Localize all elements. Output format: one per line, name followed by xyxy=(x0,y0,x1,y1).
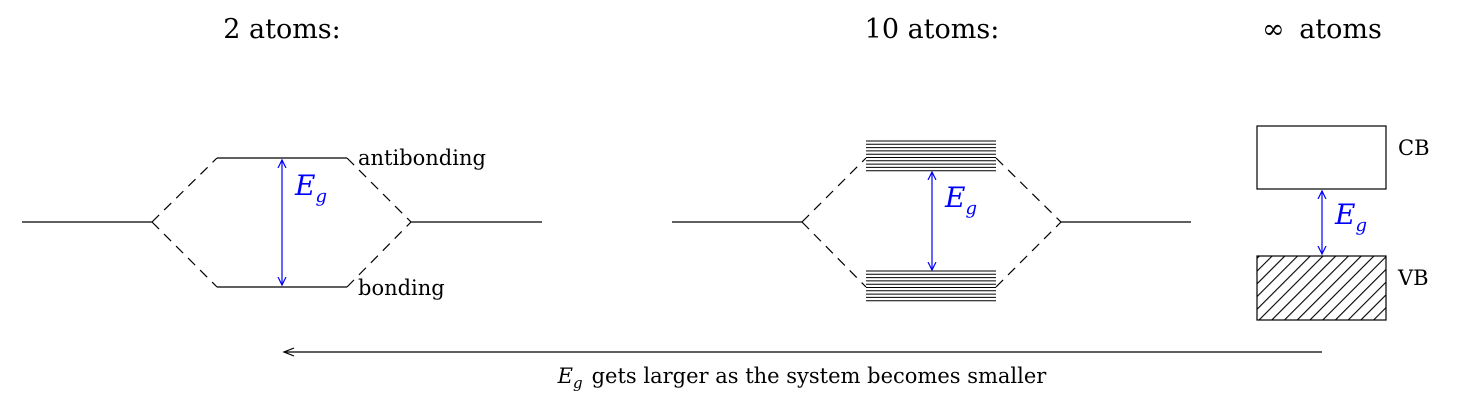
infinity-symbol: ∞ xyxy=(1262,14,1285,45)
dashed-correlation-lines xyxy=(801,157,1062,288)
gap-label-infinite-atoms: Eg xyxy=(1334,198,1367,236)
infinite-atoms-panel: ∞ atoms CB VB Eg xyxy=(1256,14,1430,321)
gap-label-ten-atoms: Eg xyxy=(944,181,977,219)
conduction-band-box xyxy=(1256,125,1387,190)
antibonding-label: antibonding xyxy=(358,146,486,170)
two-atoms-title: 2 atoms: xyxy=(223,14,341,45)
dashed-correlation-lines xyxy=(151,157,412,288)
valence-band-label: VB xyxy=(1397,266,1429,290)
two-atoms-panel: 2 atoms: antibonding bonding Eg xyxy=(22,14,542,300)
bonding-band-levels xyxy=(866,270,996,302)
gap-label-two-atoms: Eg xyxy=(294,169,327,207)
infinite-atoms-title: ∞ atoms xyxy=(1262,14,1382,45)
valence-band-box xyxy=(1256,255,1387,321)
ten-atoms-title: 10 atoms: xyxy=(865,14,1000,45)
antibonding-band-levels xyxy=(866,140,996,172)
ten-atoms-panel: 10 atoms: Eg xyxy=(672,14,1191,302)
conduction-band-label: CB xyxy=(1398,136,1430,160)
bonding-label: bonding xyxy=(358,276,445,300)
